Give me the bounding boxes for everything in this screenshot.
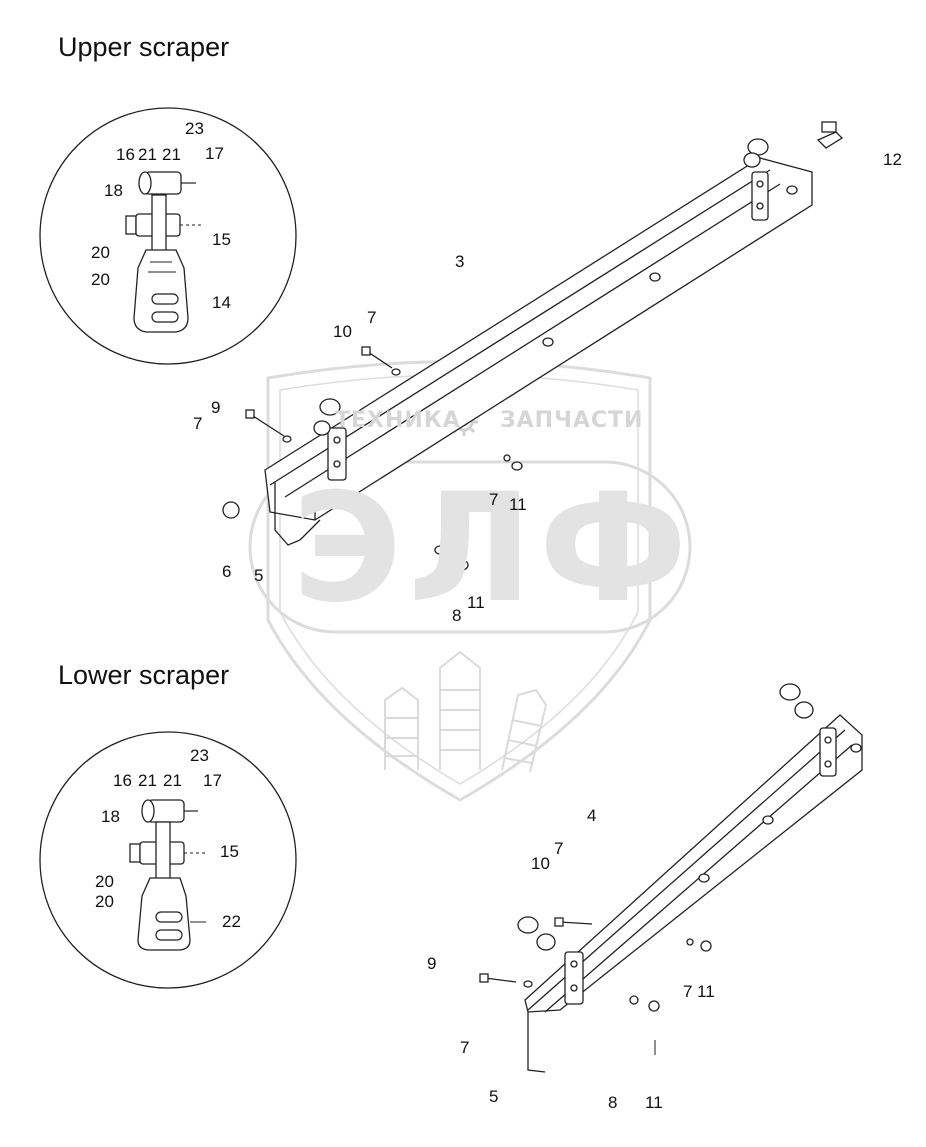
lower-label-4: 4 <box>587 806 597 825</box>
lower-scraper-assembly <box>479 683 863 1073</box>
upper-label-9: 9 <box>211 398 221 417</box>
upper-label-5: 5 <box>254 566 264 585</box>
lower-detail-label-23: 23 <box>190 746 209 765</box>
upper-detail-label-20b: 20 <box>91 270 110 289</box>
upper-label-7-left: 7 <box>193 414 203 433</box>
lower-detail-label-22: 22 <box>222 912 241 931</box>
lower-label-11-right: 11 <box>697 982 715 1001</box>
upper-label-11-mid: 11 <box>509 495 527 514</box>
upper-detail-label-21b: 21 <box>162 145 181 164</box>
upper-scraper-assembly <box>222 121 844 571</box>
upper-label-11-bottom: 11 <box>467 593 485 612</box>
watermark-right-text: ЗАПЧАСТИ <box>500 408 644 433</box>
lower-label-11-bottom: 11 <box>645 1093 663 1112</box>
lower-label-5: 5 <box>489 1087 499 1106</box>
watermark-big-text: ЭЛФ <box>292 462 694 636</box>
upper-detail-label-18: 18 <box>104 181 123 200</box>
upper-label-7-top: 7 <box>367 308 377 327</box>
lower-detail-label-21a: 21 <box>138 771 157 790</box>
lower-detail-label-20a: 20 <box>95 872 114 891</box>
upper-detail-label-20a: 20 <box>91 243 110 262</box>
upper-label-6: 6 <box>222 562 232 581</box>
lower-detail-label-15: 15 <box>220 842 239 861</box>
upper-label-12: 12 <box>883 150 902 169</box>
watermark-left-text: ТЕХНИКА <box>335 408 461 433</box>
lower-detail-label-21b: 21 <box>163 771 182 790</box>
upper-detail-label-17: 17 <box>205 144 224 163</box>
lower-detail-label-20b: 20 <box>95 892 114 911</box>
upper-detail-label-15: 15 <box>212 230 231 249</box>
lower-label-10: 10 <box>531 854 550 873</box>
lower-scraper-title: Lower scraper <box>58 660 230 690</box>
upper-detail-circle <box>39 107 297 365</box>
lower-label-9: 9 <box>427 954 437 973</box>
lower-label-7-left: 7 <box>460 1038 470 1057</box>
lower-detail-label-17: 17 <box>203 771 222 790</box>
upper-label-8: 8 <box>452 606 462 625</box>
lower-detail-label-16: 16 <box>113 771 132 790</box>
lower-label-8: 8 <box>608 1093 618 1112</box>
upper-detail-label-21a: 21 <box>138 145 157 164</box>
upper-detail-label-23: 23 <box>185 119 204 138</box>
lower-label-7-top: 7 <box>554 839 564 858</box>
watermark-wheat-icon <box>384 650 548 773</box>
upper-label-7-mid: 7 <box>489 490 499 509</box>
upper-detail-label-16: 16 <box>116 145 135 164</box>
upper-label-3: 3 <box>455 252 465 271</box>
upper-detail-label-14: 14 <box>212 293 231 312</box>
upper-scraper-title: Upper scraper <box>58 32 230 62</box>
lower-detail-label-18: 18 <box>101 807 120 826</box>
upper-label-10: 10 <box>333 322 352 341</box>
lower-label-7-right: 7 <box>683 982 693 1001</box>
lower-detail-circle <box>39 731 297 989</box>
